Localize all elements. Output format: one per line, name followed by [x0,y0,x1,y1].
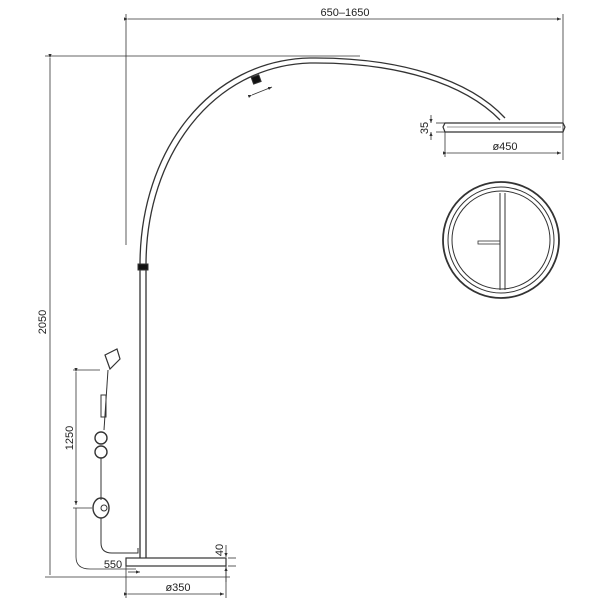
reach-dimension-label: 650–1650 [321,7,370,19]
height-dimension-label: 2050 [37,310,49,334]
base-thickness-label: 40 [214,544,226,556]
head-thickness-label: 35 [419,122,431,134]
switch-offset-label: 550 [104,559,122,571]
cord-length-label: 1250 [64,426,76,450]
head-diameter-label: ø450 [492,141,517,153]
base-diameter-label: ø350 [165,582,190,594]
